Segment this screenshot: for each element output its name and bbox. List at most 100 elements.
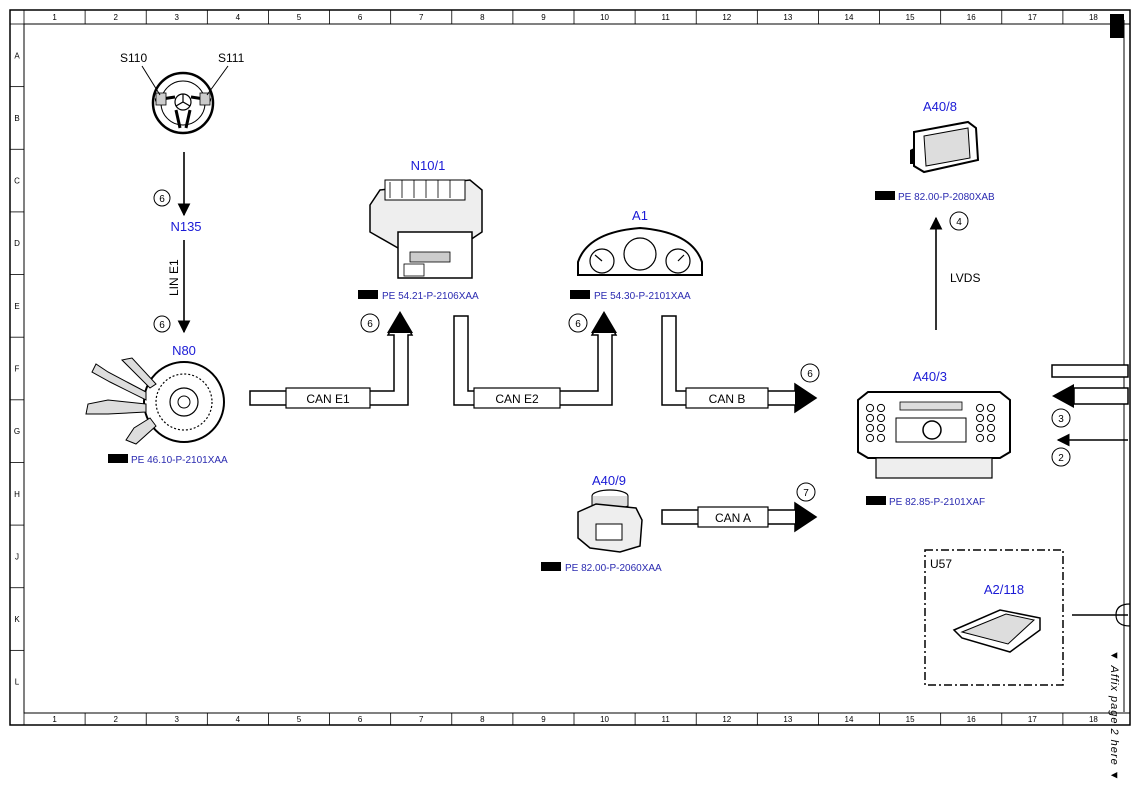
column-label: 17 bbox=[1028, 13, 1037, 22]
row-label: D bbox=[14, 239, 20, 248]
svg-text:6: 6 bbox=[367, 319, 373, 330]
column-label: 15 bbox=[906, 13, 915, 22]
label-lvds: LVDS bbox=[950, 271, 980, 285]
head-unit-button bbox=[865, 433, 875, 443]
bus-can-b: CAN B bbox=[661, 315, 818, 414]
svg-text:7: 7 bbox=[803, 488, 809, 499]
row-label: J bbox=[15, 552, 19, 561]
display-unit-icon bbox=[910, 120, 980, 174]
svg-text:PE 54.21-P-2106XAA: PE 54.21-P-2106XAA bbox=[382, 291, 479, 302]
column-label: 7 bbox=[419, 715, 424, 724]
controller-knob-icon bbox=[577, 489, 643, 553]
arrow-can-e2-up bbox=[591, 311, 617, 333]
marker-h: 7 bbox=[796, 482, 816, 502]
svg-text:6: 6 bbox=[807, 369, 813, 380]
column-label: 8 bbox=[480, 715, 485, 724]
label-n80: N80 bbox=[172, 343, 196, 358]
head-unit-buttons-right bbox=[975, 403, 996, 443]
head-unit-button bbox=[876, 403, 886, 413]
column-label: 3 bbox=[175, 13, 180, 22]
marker-f: 6 bbox=[800, 363, 820, 383]
column-label: 9 bbox=[541, 715, 546, 724]
svg-text:PE 82.00-P-2080XAB: PE 82.00-P-2080XAB bbox=[898, 192, 995, 203]
row-label: K bbox=[14, 615, 20, 624]
column-label: 18 bbox=[1089, 13, 1098, 22]
row-label: B bbox=[14, 114, 19, 123]
label-can-a: CAN A bbox=[715, 511, 751, 525]
u57-boundary bbox=[924, 549, 1064, 686]
head-unit-icon bbox=[857, 391, 1011, 479]
row-label: C bbox=[14, 177, 20, 186]
sam-module-icon bbox=[369, 179, 483, 279]
head-unit-button bbox=[986, 423, 996, 433]
column-label: 11 bbox=[662, 13, 671, 22]
row-label: F bbox=[15, 365, 20, 374]
u57-connector-arc bbox=[1115, 603, 1131, 627]
column-label: 16 bbox=[967, 13, 976, 22]
marker-g1: 3 bbox=[1051, 408, 1071, 428]
column-label: 16 bbox=[967, 715, 976, 724]
head-unit-button bbox=[975, 403, 985, 413]
ref-a40-8[interactable]: PE 82.00-P-2080XAB bbox=[875, 191, 995, 203]
head-unit-button bbox=[876, 413, 886, 423]
column-label: 10 bbox=[600, 715, 609, 724]
svg-text:PE 46.10-P-2101XAA: PE 46.10-P-2101XAA bbox=[131, 455, 228, 466]
head-unit-button bbox=[975, 413, 985, 423]
label-s111: S111 bbox=[218, 51, 245, 65]
incoming-bus-right bbox=[1051, 364, 1129, 447]
column-label: 4 bbox=[236, 715, 241, 724]
label-can-b: CAN B bbox=[709, 392, 746, 406]
ref-a40-3[interactable]: PE 82.85-P-2101XAF bbox=[866, 496, 985, 508]
label-a40-9: A40/9 bbox=[592, 473, 626, 488]
column-label: 3 bbox=[175, 715, 180, 724]
label-n10-1: N10/1 bbox=[411, 158, 446, 173]
marker-e-left: 6 bbox=[153, 315, 171, 333]
marker-e-right: 6 bbox=[568, 313, 588, 333]
ref-n80[interactable]: PE 46.10-P-2101XAA bbox=[108, 454, 228, 466]
label-a2-118: A2/118 bbox=[984, 582, 1024, 597]
ref-a40-9[interactable]: PE 82.00-P-2060XAA bbox=[541, 562, 662, 574]
head-unit-button bbox=[876, 433, 886, 443]
column-label: 15 bbox=[906, 715, 915, 724]
column-label: 9 bbox=[541, 13, 546, 22]
svg-text:6: 6 bbox=[575, 319, 581, 330]
label-n135: N135 bbox=[170, 219, 201, 234]
bus-can-e1: CAN E1 bbox=[249, 311, 414, 409]
column-label: 1 bbox=[52, 715, 57, 724]
svg-text:PE 82.85-P-2101XAF: PE 82.85-P-2101XAF bbox=[889, 497, 985, 508]
svg-text:2: 2 bbox=[1058, 453, 1064, 464]
column-label: 7 bbox=[419, 13, 424, 22]
column-label: 8 bbox=[480, 13, 485, 22]
column-label: 4 bbox=[236, 13, 241, 22]
label-a40-3: A40/3 bbox=[913, 369, 947, 384]
svg-text:PE 82.00-P-2060XAA: PE 82.00-P-2060XAA bbox=[565, 563, 662, 574]
column-label: 2 bbox=[113, 13, 118, 22]
svg-text:3: 3 bbox=[1058, 414, 1064, 425]
row-label: E bbox=[14, 302, 19, 311]
column-label: 11 bbox=[662, 715, 671, 724]
row-label: L bbox=[15, 678, 20, 687]
head-unit-button bbox=[975, 423, 985, 433]
head-unit-button bbox=[865, 403, 875, 413]
ref-n10-1[interactable]: PE 54.21-P-2106XAA bbox=[358, 290, 479, 302]
ref-a1[interactable]: PE 54.30-P-2101XAA bbox=[570, 290, 691, 302]
row-label: G bbox=[14, 427, 20, 436]
column-label: 5 bbox=[297, 13, 302, 22]
column-label: 12 bbox=[722, 13, 731, 22]
steering-column-module-icon bbox=[85, 357, 225, 445]
marker-d: 4 bbox=[949, 211, 969, 231]
label-u57: U57 bbox=[930, 557, 952, 571]
column-label: 17 bbox=[1028, 715, 1037, 724]
arrow-can-a-right bbox=[795, 503, 817, 531]
arrow-can-e1-up bbox=[387, 311, 413, 333]
column-label: 1 bbox=[52, 13, 57, 22]
label-a40-8: A40/8 bbox=[923, 99, 957, 114]
arrow-can-b-right bbox=[795, 384, 817, 412]
head-unit-button bbox=[975, 433, 985, 443]
side-note: ▼ Affix page 2 here ▼ bbox=[1108, 650, 1120, 782]
instrument-cluster-icon bbox=[577, 226, 703, 276]
